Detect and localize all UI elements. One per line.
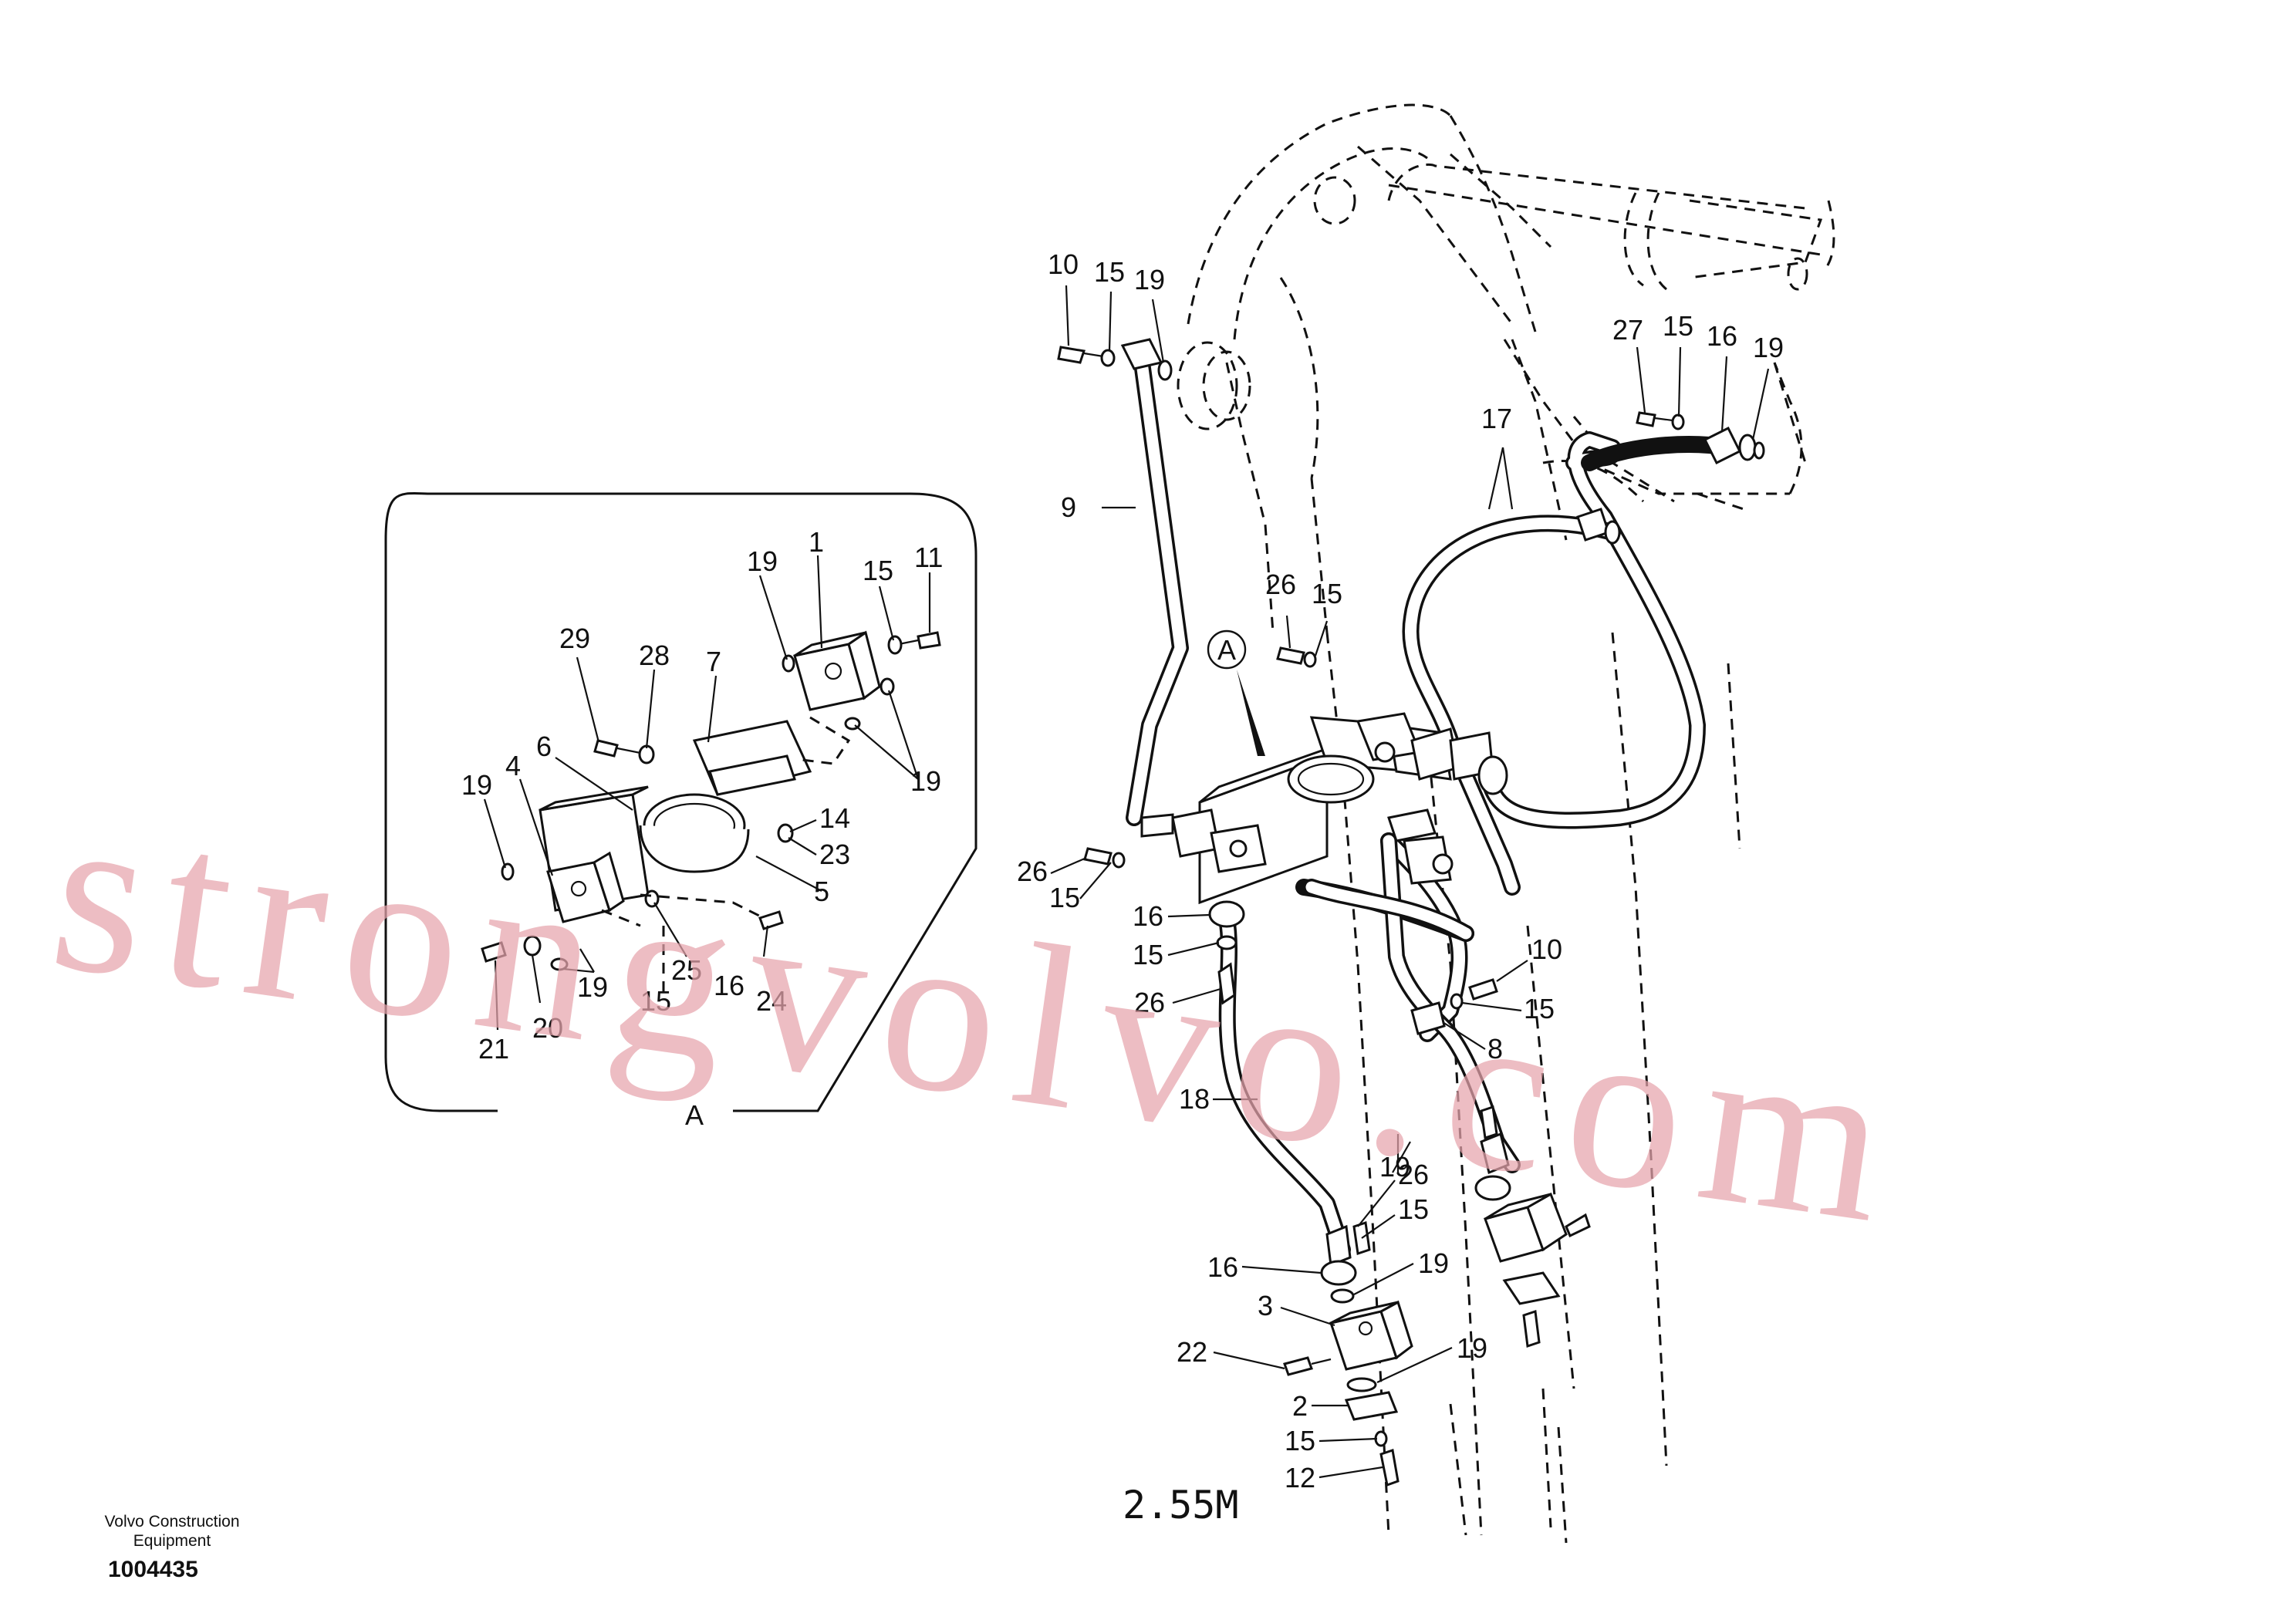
part-label: 21 — [478, 1033, 509, 1065]
part-label: 14 — [819, 802, 850, 834]
part-label: 15 — [863, 555, 893, 586]
part-label: 23 — [819, 839, 850, 870]
part-label: 19 — [1379, 1151, 1410, 1183]
part-label: 20 — [532, 1012, 563, 1044]
part-label: 10 — [1531, 933, 1562, 965]
leader-lines — [483, 285, 1770, 1479]
part-label: 19 — [747, 545, 778, 577]
part-label: 2 — [1292, 1390, 1308, 1422]
part-label: 15 — [1663, 310, 1693, 342]
part-label: 29 — [559, 623, 590, 654]
part-label: 22 — [1177, 1336, 1207, 1368]
part-label: 15 — [1398, 1193, 1429, 1225]
part-label: 19 — [1418, 1247, 1449, 1279]
part-label: 12 — [1285, 1462, 1315, 1493]
part-number-labels: 10 15 19 9 27 15 16 19 17 26 15 26 15 16… — [461, 248, 1784, 1493]
part-label: 15 — [1524, 993, 1555, 1024]
part-label: 26 — [1265, 569, 1296, 600]
part-label: 3 — [1258, 1290, 1273, 1321]
part-label: 26 — [1134, 987, 1165, 1018]
part-label: 19 — [461, 769, 492, 801]
part-label: 15 — [1094, 256, 1125, 288]
part-label: 16 — [1707, 320, 1737, 352]
part-label: 17 — [1481, 403, 1512, 434]
part-label: 1 — [809, 526, 824, 558]
main-bracket — [1140, 712, 1508, 905]
fittings — [1057, 338, 1765, 1487]
brand-line-1: Volvo Construction — [104, 1513, 240, 1531]
part-label: 15 — [1049, 882, 1080, 913]
part-label: 25 — [671, 954, 702, 986]
watermark-text: strongvolvo.com — [39, 761, 1920, 1274]
dimension-label: 2.55M — [1123, 1483, 1239, 1527]
part-label: 5 — [814, 876, 829, 907]
part-label: 19 — [1457, 1332, 1487, 1364]
part-label: 10 — [1048, 248, 1079, 280]
part-label: 16 — [1133, 900, 1163, 932]
callout-a-text: A — [1217, 634, 1236, 666]
brand-line-2: Equipment — [133, 1532, 211, 1550]
part-label: 7 — [706, 646, 721, 677]
part-label: 18 — [1179, 1083, 1210, 1115]
part-label: 11 — [914, 542, 943, 573]
part-label: 19 — [1134, 264, 1165, 295]
part-label: 16 — [1207, 1251, 1238, 1283]
part-label: 27 — [1612, 314, 1643, 346]
part-label: 19 — [1753, 332, 1784, 363]
callout-a-marker: A — [1207, 629, 1265, 756]
part-label: 8 — [1487, 1033, 1503, 1065]
part-label: 6 — [536, 731, 552, 762]
part-label: 26 — [1398, 1159, 1429, 1190]
part-label: 15 — [640, 985, 671, 1017]
drawing-number: 1004435 — [108, 1557, 198, 1582]
part-label: 28 — [639, 640, 670, 671]
part-label: 15 — [1285, 1425, 1315, 1456]
detail-a-panel: A — [384, 492, 977, 1131]
part-label: 9 — [1061, 491, 1076, 523]
part-label: 19 — [577, 971, 608, 1003]
part-label: 19 — [910, 765, 941, 797]
part-label: 16 — [714, 970, 745, 1001]
part-label: 15 — [1312, 578, 1342, 609]
part-label: 26 — [1017, 856, 1048, 887]
part-label: 24 — [756, 985, 787, 1017]
part-label: 15 — [1133, 939, 1163, 970]
part-label: 4 — [505, 750, 521, 781]
detail-a-label: A — [685, 1099, 704, 1131]
